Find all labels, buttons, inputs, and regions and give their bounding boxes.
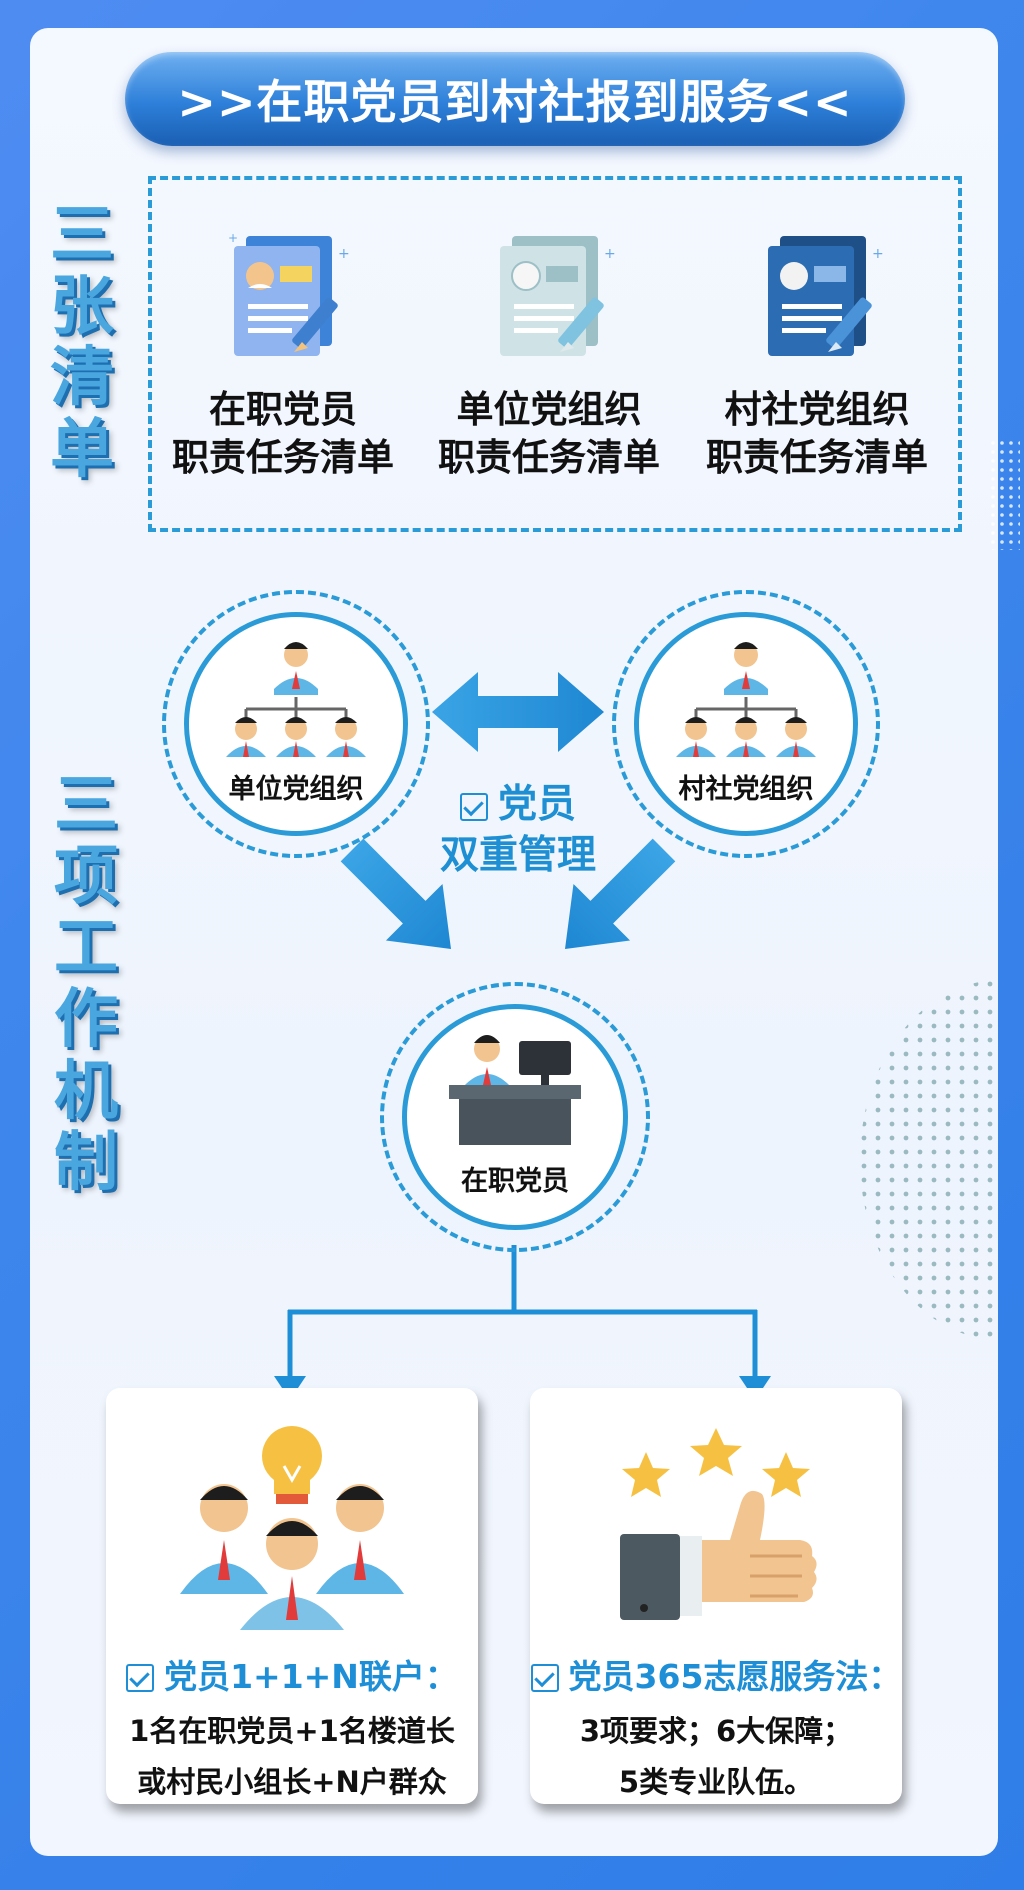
list-item-unit-org: + 单位党组织 职责任务清单 bbox=[414, 208, 684, 482]
checkbox-icon bbox=[126, 1664, 155, 1692]
list-item-village-org: + 村社党组织 职责任务清单 bbox=[682, 208, 952, 482]
member-node: 在职党员 bbox=[380, 982, 650, 1252]
resume-document-icon: + bbox=[768, 236, 884, 356]
connector-lines bbox=[287, 1245, 758, 1384]
section-title-three-lists: 三张清单 bbox=[50, 198, 114, 488]
office-worker-desk-icon bbox=[449, 1035, 581, 1145]
lists-frame bbox=[148, 176, 962, 532]
panel-household-linkage: 党员1+1+N联户： 1名在职党员+1名楼道长 或村民小组长+N户群众 bbox=[106, 1388, 478, 1804]
page-title: >>在职党员到村社报到服务<< bbox=[125, 52, 905, 146]
checkbox-icon bbox=[459, 793, 488, 821]
arrow-down-left-icon bbox=[565, 838, 676, 949]
list-item-member: ++ 在职党员 职责任务清单 bbox=[148, 208, 418, 482]
dual-management-text: 党员 双重管理 bbox=[418, 780, 618, 881]
checkbox-icon bbox=[530, 1664, 559, 1692]
org-hierarchy-icon bbox=[676, 642, 816, 757]
thumbs-up-stars-icon bbox=[620, 1428, 817, 1620]
village-org-label: 村社党组织 bbox=[678, 774, 814, 805]
panel-line1: 3项要求；6大保障； bbox=[579, 1714, 853, 1748]
list-label-line2: 职责任务清单 bbox=[172, 436, 394, 480]
panel-line1: 1名在职党员+1名楼道长 bbox=[129, 1714, 455, 1748]
list-label-line1: 在职党员 bbox=[209, 388, 357, 431]
dual-management-line1: 党员 bbox=[497, 782, 576, 827]
list-label-line1: 单位党组织 bbox=[456, 388, 642, 431]
unit-org-label: 单位党组织 bbox=[228, 774, 364, 805]
org-hierarchy-icon bbox=[226, 642, 366, 757]
list-label-line1: 村社党组织 bbox=[724, 388, 910, 431]
svg-text:+: + bbox=[228, 231, 238, 245]
svg-text:+: + bbox=[872, 246, 884, 262]
list-label-line2: 职责任务清单 bbox=[438, 436, 660, 480]
list-label-line2: 职责任务清单 bbox=[706, 436, 928, 480]
village-org-node: 村社党组织 bbox=[612, 590, 880, 858]
team-idea-icon bbox=[180, 1426, 404, 1630]
dual-management-line2: 双重管理 bbox=[439, 832, 596, 878]
panel-title: 党员1+1+N联户： bbox=[164, 1657, 458, 1696]
svg-text:+: + bbox=[338, 246, 350, 262]
section-title-three-mechanisms: 三项工作机制 bbox=[54, 768, 118, 1201]
member-label: 在职党员 bbox=[461, 1166, 569, 1197]
panel-title: 党员365志愿服务法： bbox=[568, 1657, 902, 1696]
panel-line2: 5类专业队伍。 bbox=[618, 1764, 814, 1799]
dot-pattern-decoration bbox=[860, 980, 1000, 1340]
unit-org-node: 单位党组织 bbox=[162, 590, 430, 858]
panel-volunteer-service: 党员365志愿服务法： 3项要求；6大保障； 5类专业队伍。 bbox=[530, 1388, 902, 1804]
double-arrow-icon bbox=[432, 672, 604, 752]
svg-text:+: + bbox=[604, 246, 616, 262]
dot-pattern-decoration bbox=[990, 440, 1020, 550]
arrow-down-right-icon bbox=[340, 838, 451, 949]
resume-document-icon: + bbox=[500, 236, 616, 356]
resume-document-icon: ++ bbox=[228, 231, 350, 356]
panel-line2: 或村民小组长+N户群众 bbox=[137, 1764, 447, 1799]
